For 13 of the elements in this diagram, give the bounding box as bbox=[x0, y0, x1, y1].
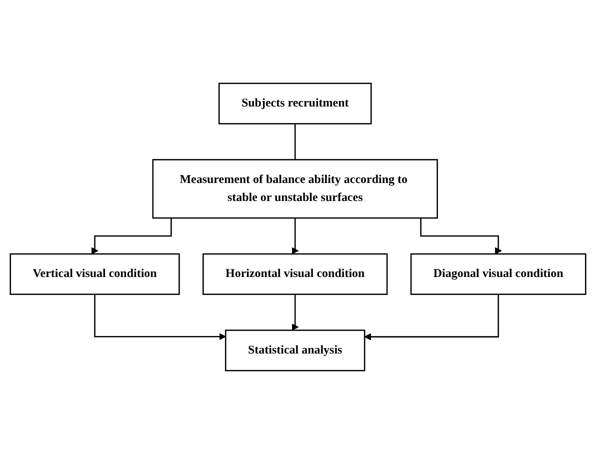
step-label: Horizontal visual condition bbox=[226, 266, 365, 282]
arrow bbox=[94, 294, 226, 340]
step-label: Measurement of balance ability according to stable or unstable surfaces bbox=[179, 172, 408, 206]
arrow bbox=[420, 218, 502, 254]
arrow bbox=[292, 294, 299, 331]
step-label: Statistical analysis bbox=[248, 342, 342, 359]
step-label: Subjects recruitment bbox=[241, 96, 349, 112]
step-label: Diagonal visual condition bbox=[433, 266, 564, 282]
connector-line bbox=[294, 124, 296, 160]
arrow bbox=[292, 218, 299, 254]
arrow bbox=[364, 294, 499, 340]
step-label: Vertical visual condition bbox=[32, 266, 157, 282]
arrow bbox=[91, 218, 172, 254]
